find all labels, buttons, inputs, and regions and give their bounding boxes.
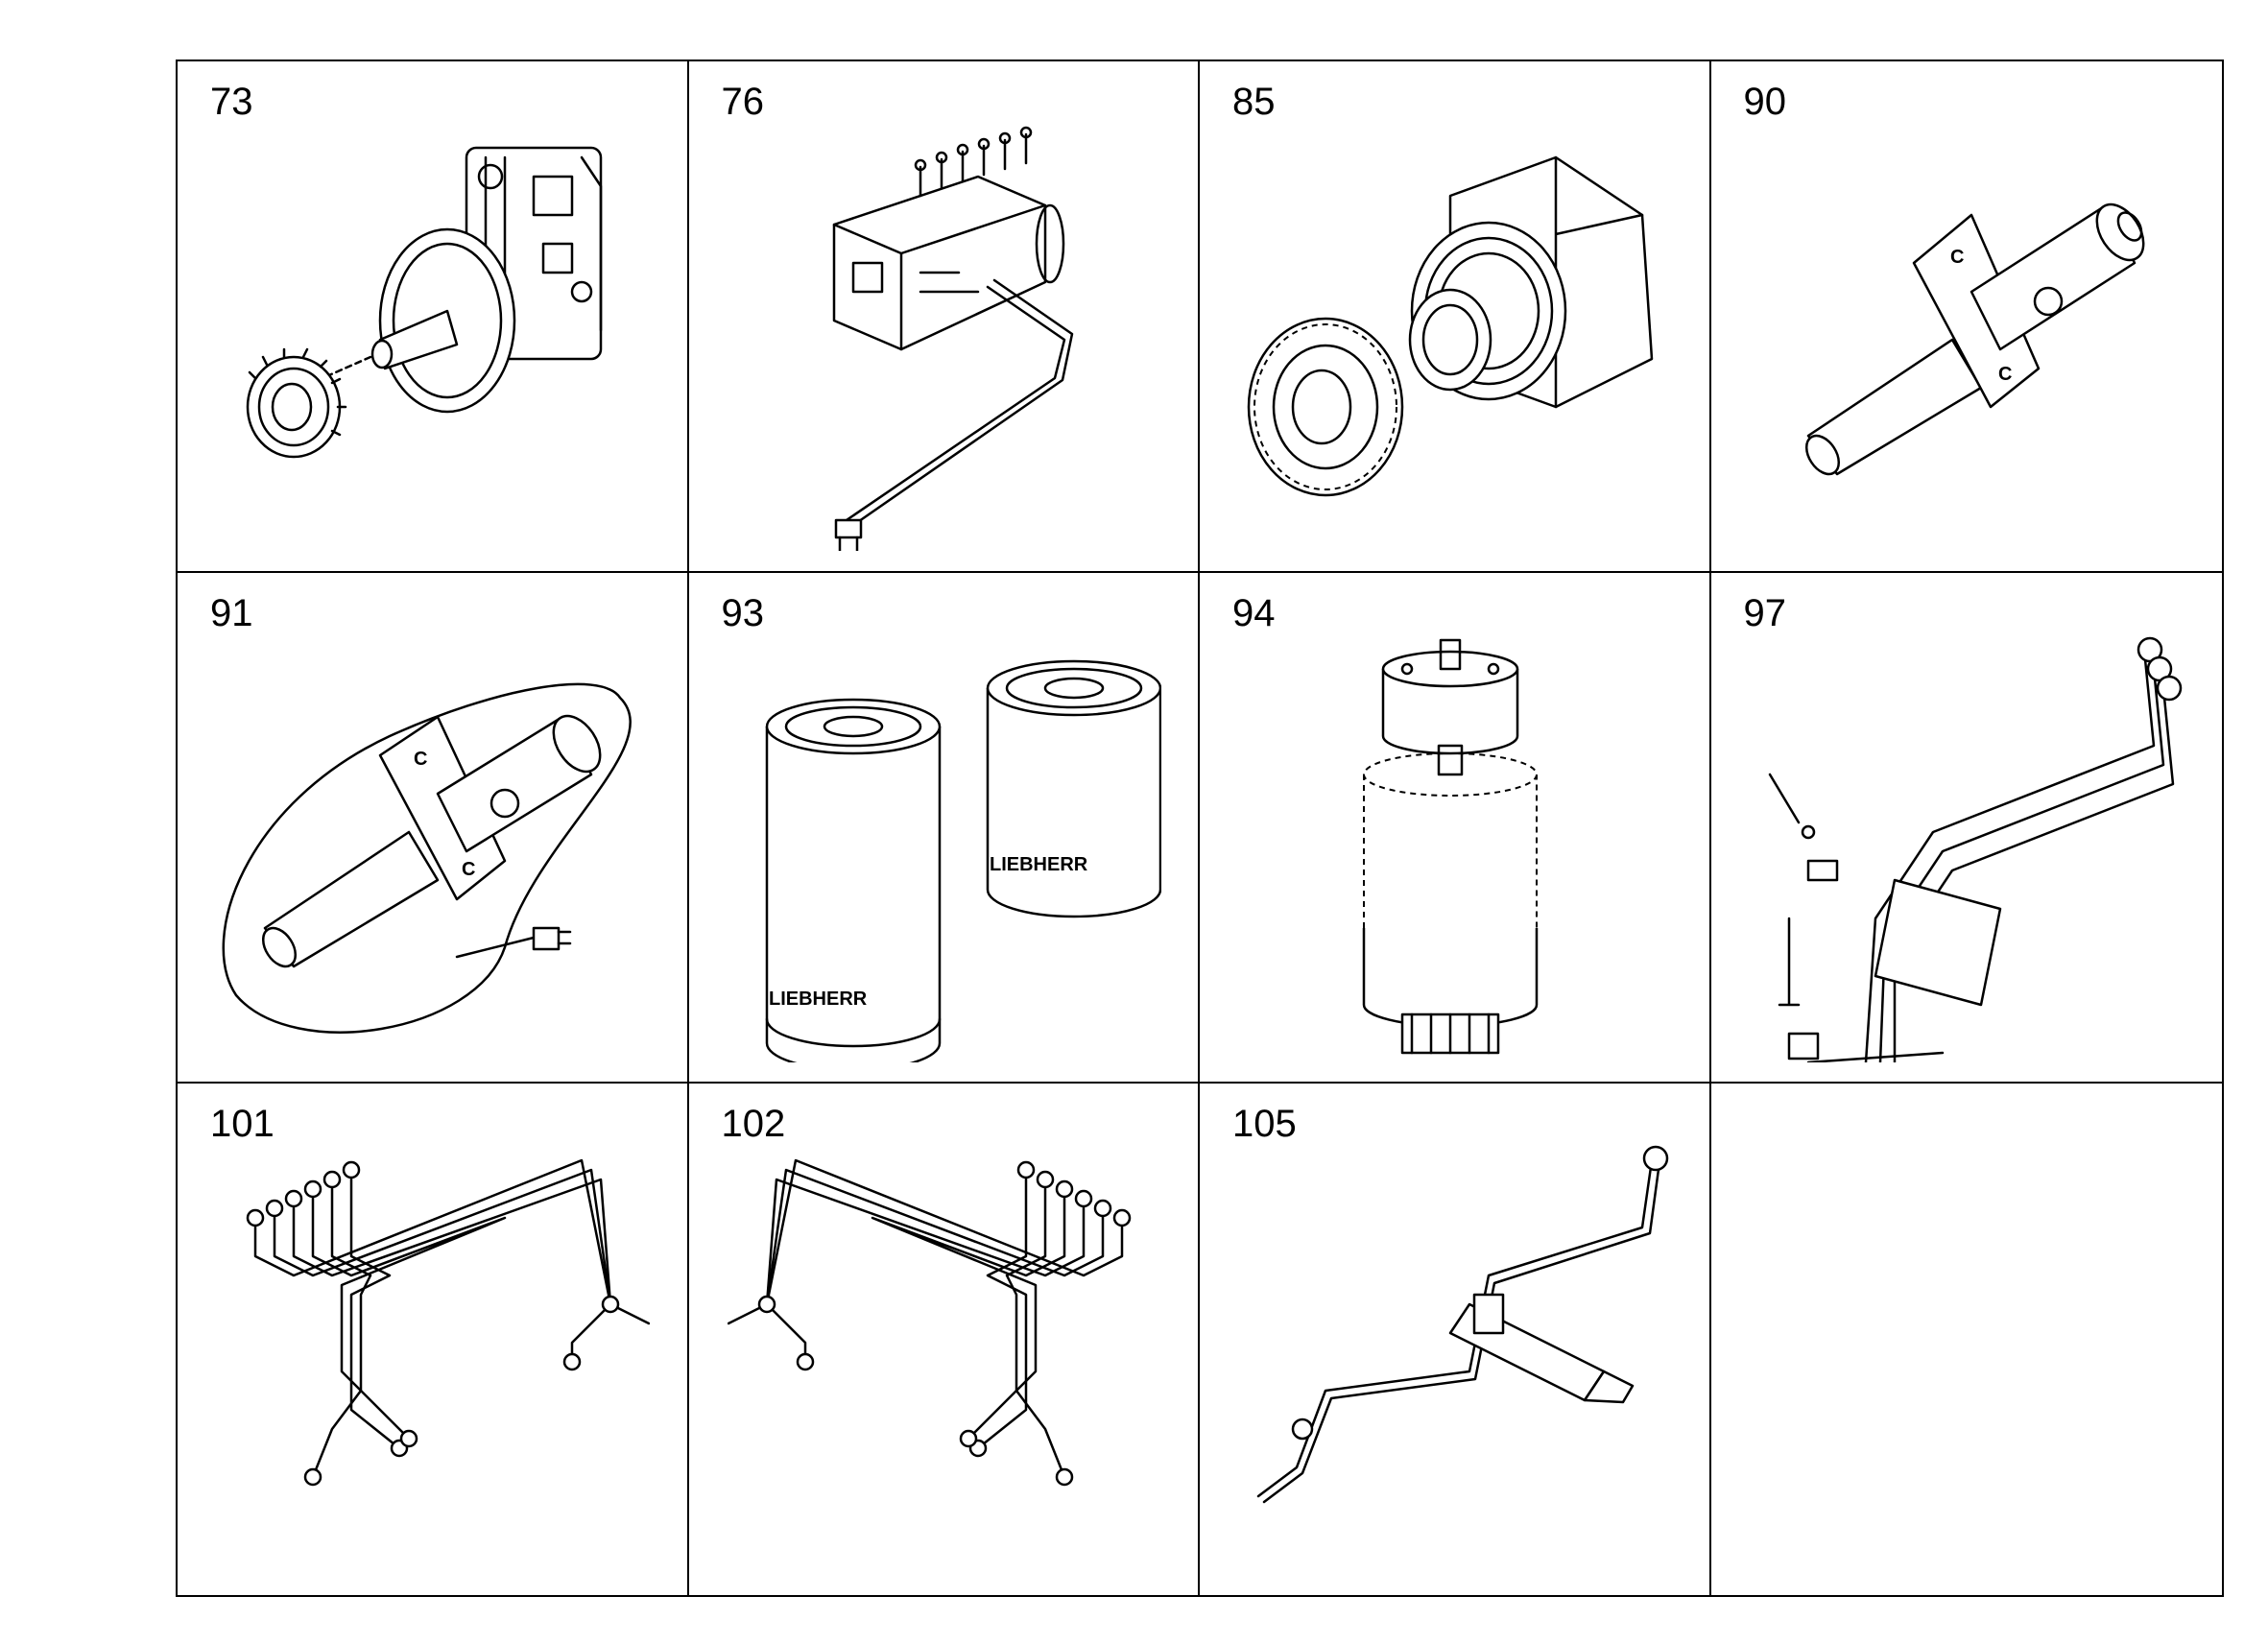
injection-pump-with-line-illustration — [728, 119, 1161, 551]
part-number: 102 — [721, 1103, 786, 1146]
part-cell-94[interactable]: 94 — [1200, 572, 1711, 1084]
part-number: 105 — [1232, 1103, 1297, 1146]
injection-line-set-right-illustration — [728, 1141, 1161, 1573]
filter-brand-label: LIEBHERR — [769, 989, 868, 1010]
part-number: 101 — [210, 1103, 275, 1146]
part-cell-90[interactable]: 90 C C — [1710, 61, 2222, 573]
injection-line-set-left-illustration — [216, 1141, 650, 1573]
injector-with-sensor-illustration: C C — [216, 631, 650, 1062]
part-cell-76[interactable]: 76 — [688, 61, 1200, 573]
part-cell-73[interactable]: 73 — [178, 61, 689, 573]
fuel-filter-cartridges-illustration: LIEBHERR LIEBHERR — [728, 631, 1161, 1062]
gear-and-hub-illustration — [1238, 119, 1672, 551]
fuel-lines-with-bracket-illustration — [1750, 631, 2184, 1062]
part-number: 91 — [210, 591, 253, 634]
part-cell-101[interactable]: 101 — [178, 1084, 689, 1595]
svg-text:C: C — [462, 859, 475, 880]
svg-text:C: C — [414, 749, 427, 770]
part-cell-85[interactable]: 85 — [1200, 61, 1711, 573]
injector-with-line-illustration — [1238, 1141, 1672, 1573]
pump-drive-gear-illustration — [216, 119, 650, 551]
part-cell-97[interactable]: 97 — [1710, 573, 2222, 1084]
svg-text:C: C — [1998, 364, 2012, 385]
part-cell-empty — [1711, 1084, 2223, 1595]
filter-brand-label: LIEBHERR — [990, 854, 1088, 875]
water-separator-filter-illustration — [1238, 631, 1672, 1062]
part-number: 73 — [210, 81, 253, 123]
parts-grid: 73 76 — [176, 60, 2224, 1597]
part-cell-102[interactable]: 102 — [689, 1084, 1200, 1595]
part-number: 85 — [1232, 81, 1276, 123]
part-cell-105[interactable]: 105 — [1200, 1084, 1711, 1595]
part-cell-93[interactable]: 93 LIEBHERR LIEBHERR — [688, 572, 1200, 1084]
part-number: 90 — [1743, 81, 1787, 123]
part-number: 94 — [1232, 591, 1276, 634]
part-cell-91[interactable]: 91 C C — [178, 572, 689, 1084]
svg-text:C: C — [1950, 247, 1964, 268]
injector-illustration: C C — [1750, 119, 2184, 551]
part-number: 76 — [721, 81, 765, 123]
part-number: 97 — [1743, 591, 1787, 634]
part-number: 93 — [721, 591, 765, 634]
